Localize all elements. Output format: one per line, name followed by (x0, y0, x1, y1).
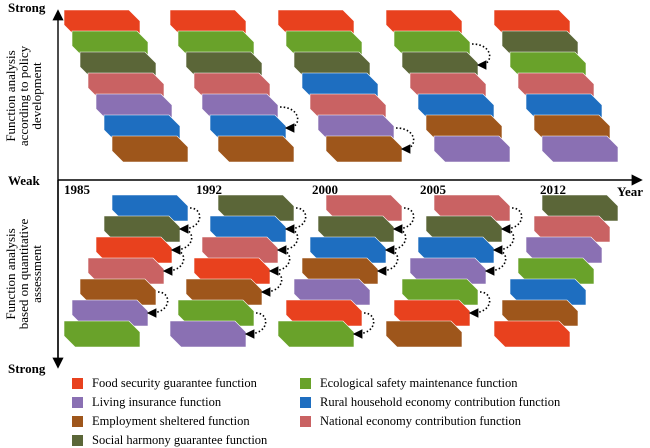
axis-top-strong: Strong (8, 0, 46, 15)
legend-label-living: Living insurance function (92, 395, 222, 409)
lower-block-harmony (317, 215, 395, 243)
legend-label-national: National economy contribution function (320, 414, 521, 428)
legend-swatch-household (300, 397, 311, 408)
lower-block-employ (301, 257, 379, 285)
lower-block-ecology (401, 278, 479, 306)
lower-title-line-1: Function analysis (3, 228, 18, 319)
year-label: 1992 (196, 182, 222, 197)
rank-swap-arrow (492, 228, 515, 255)
rank-swap-arrow (484, 249, 507, 276)
upper-block-employ (217, 135, 295, 163)
lower-title-line-3: assessment (29, 245, 44, 303)
rank-swap-arrows (146, 43, 523, 339)
upper-title-line-3: development (29, 62, 44, 130)
legend-swatch-living (72, 397, 83, 408)
lower-block-food (95, 236, 173, 264)
lower-block-living (293, 278, 371, 306)
axis-weak: Weak (8, 173, 41, 188)
lower-block-living (525, 236, 603, 264)
legend-label-food: Food security guarantee function (92, 376, 257, 390)
rank-swap-arrow (376, 249, 399, 276)
lower-block-harmony (425, 215, 503, 243)
legend-swatch-national (300, 416, 311, 427)
upper-title-line-1: Function analysis (3, 50, 18, 141)
lower-block-ecology (517, 257, 595, 285)
legend-label-harmony: Social harmony guarantee function (92, 433, 268, 447)
lower-block-ecology (277, 320, 355, 348)
upper-block-employ (111, 135, 189, 163)
rank-swap-arrow (392, 207, 415, 234)
lower-block-ecology (177, 299, 255, 327)
lower-block-national (433, 194, 511, 222)
year-labels: 1985 1992 2000 2005 2012 (64, 182, 566, 197)
lower-block-food (193, 257, 271, 285)
year-label: 2000 (312, 182, 338, 197)
axis-bottom-strong: Strong (8, 361, 46, 376)
lower-block-national (201, 236, 279, 264)
lower-block-national (533, 215, 611, 243)
lower-axis-title: Function analysis based on quantitative … (3, 219, 44, 330)
legend-swatch-ecology (300, 378, 311, 389)
axes (52, 9, 643, 369)
upper-title-line-2: according to policy (16, 45, 31, 146)
upper-block-living (433, 135, 511, 163)
rank-swap-arrow (146, 291, 169, 318)
legend-label-ecology: Ecological safety maintenance function (320, 376, 518, 390)
rank-swap-arrow (170, 228, 193, 255)
upper-block-employ (325, 135, 403, 163)
lower-function-stack (63, 194, 619, 348)
lower-block-harmony (103, 215, 181, 243)
lower-block-employ (79, 278, 157, 306)
lower-block-living (169, 320, 247, 348)
lower-block-harmony (217, 194, 295, 222)
lower-block-household (111, 194, 189, 222)
lower-block-harmony (541, 194, 619, 222)
lower-block-employ (501, 299, 579, 327)
legend-swatch-food (72, 378, 83, 389)
rank-swap-arrow (284, 207, 307, 234)
rank-swap-arrow (395, 127, 415, 154)
lower-block-living (409, 257, 487, 285)
year-label: 1985 (64, 182, 91, 197)
rank-swap-arrow (471, 43, 491, 70)
upper-function-stack (63, 9, 619, 163)
lower-block-national (325, 194, 403, 222)
rank-swap-arrow (500, 207, 523, 234)
lower-block-employ (185, 278, 263, 306)
lower-title-line-2: based on quantitative (16, 219, 31, 330)
lower-block-ecology (63, 320, 141, 348)
rank-swap-arrow (178, 207, 201, 234)
lower-block-food (493, 320, 571, 348)
rank-swap-arrow (468, 291, 491, 318)
legend-swatch-harmony (72, 435, 83, 446)
rank-swap-arrow (260, 270, 283, 297)
upper-block-living (541, 135, 619, 163)
lower-block-national (87, 257, 165, 285)
legend-swatch-employ (72, 416, 83, 427)
rank-swap-arrow (279, 106, 299, 133)
lower-block-living (71, 299, 149, 327)
legend-label-employ: Employment sheltered function (92, 414, 250, 428)
legend-label-household: Rural household economy contribution fun… (320, 395, 561, 409)
lower-block-household (417, 236, 495, 264)
rank-swap-arrow (268, 249, 291, 276)
rank-swap-arrow (244, 312, 267, 339)
rank-swap-arrow (162, 249, 185, 276)
lower-block-food (285, 299, 363, 327)
lower-block-household (209, 215, 287, 243)
lower-block-household (309, 236, 387, 264)
rank-swap-arrow (352, 312, 375, 339)
lower-block-food (393, 299, 471, 327)
upper-axis-title: Function analysis according to policy de… (3, 45, 44, 146)
rank-swap-arrow (384, 228, 407, 255)
year-label: 2005 (420, 182, 447, 197)
axis-x-label: Year (617, 184, 643, 199)
year-label: 2012 (540, 182, 566, 197)
rank-swap-arrow (276, 228, 299, 255)
lower-block-employ (385, 320, 463, 348)
lower-block-household (509, 278, 587, 306)
